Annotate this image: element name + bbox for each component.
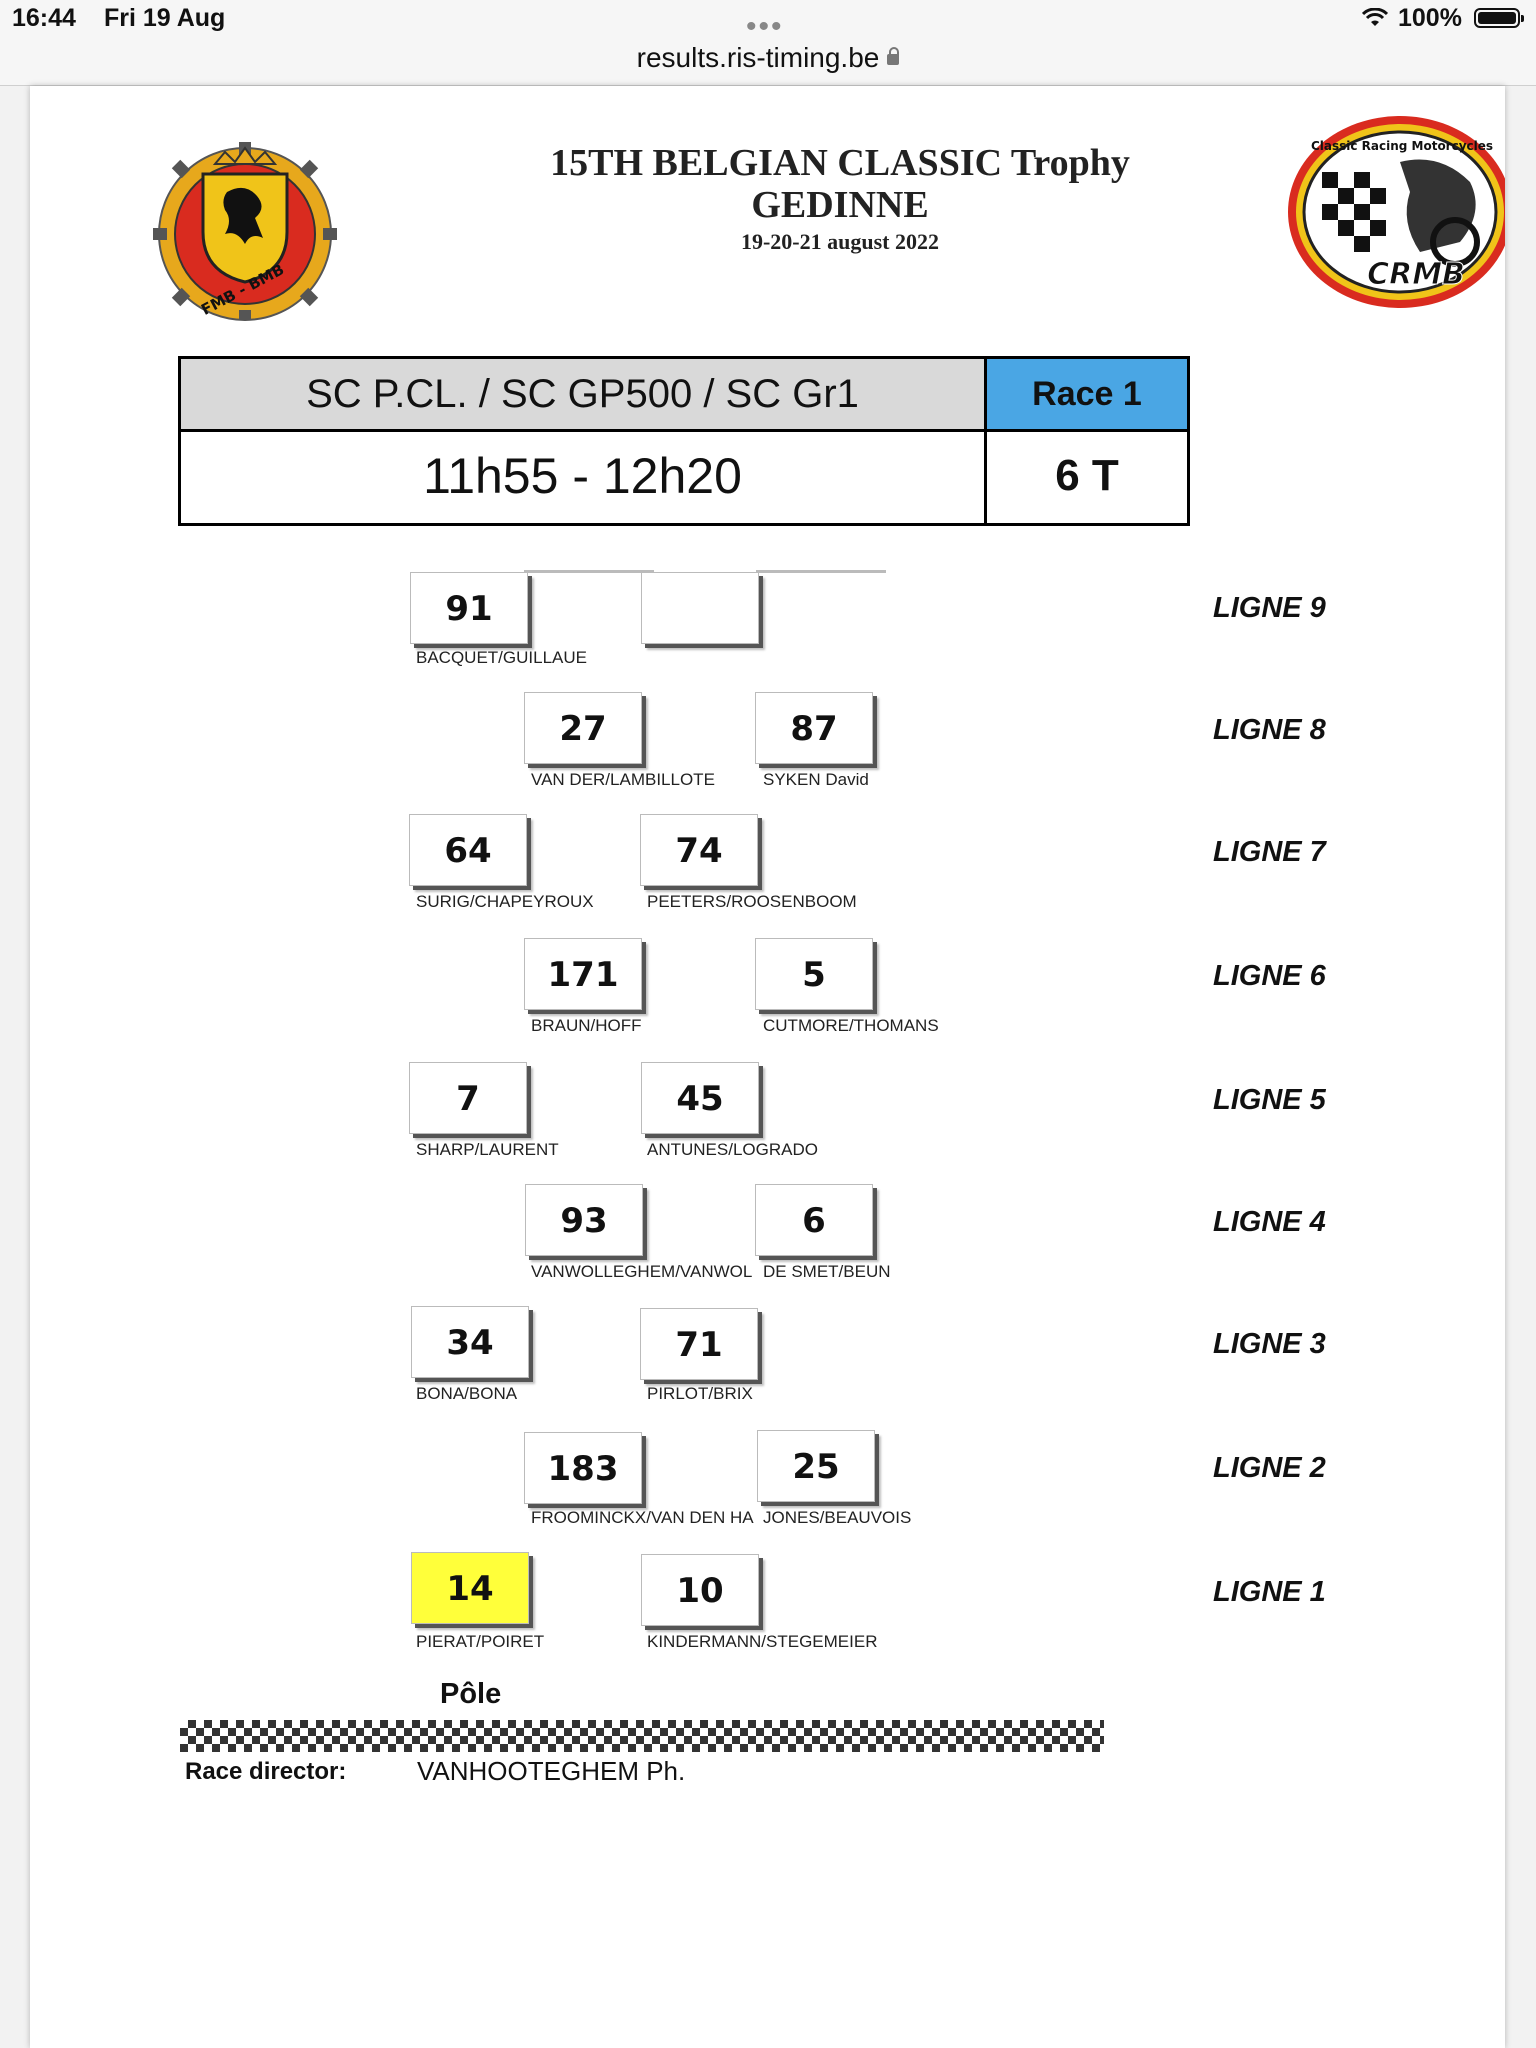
event-location: GEDINNE xyxy=(751,184,929,226)
grid-box-row3-left: 34 xyxy=(411,1306,529,1378)
crmb-logo-text: CRMB xyxy=(1367,257,1465,292)
rider-name: PIRLOT/BRIX xyxy=(647,1384,753,1403)
grid-box-row4-left: 93 xyxy=(525,1184,643,1256)
browser-status-bar: 16:44 Fri 19 Aug ••• results.ris-timing.… xyxy=(0,0,1536,86)
grid-box-row9-right xyxy=(641,572,759,644)
grid-box-row7-left: 64 xyxy=(409,814,527,886)
grid-line-label: LIGNE 2 xyxy=(1213,1452,1326,1484)
grid-line-label: LIGNE 7 xyxy=(1213,836,1326,868)
grid-box-row6-left: 171 xyxy=(524,938,642,1010)
grid-box-row3-right: 71 xyxy=(640,1308,758,1380)
grid-top-line xyxy=(524,570,654,573)
grid-line-label: LIGNE 3 xyxy=(1213,1328,1326,1360)
grid-box-row5-left: 7 xyxy=(409,1062,527,1134)
pole-label: Pôle xyxy=(440,1678,502,1710)
address-bar[interactable]: results.ris-timing.be xyxy=(0,42,1536,74)
grid-box-row8-left: 27 xyxy=(524,692,642,764)
race-info-table: SC P.CL. / SC GP500 / SC Gr1 Race 1 11h5… xyxy=(178,356,1190,526)
checkered-start-line xyxy=(180,1720,1104,1752)
race-name: Race 1 xyxy=(987,359,1187,432)
grid-box-row5-right: 45 xyxy=(641,1062,759,1134)
rider-name: DE SMET/BEUN xyxy=(763,1262,891,1281)
event-title-block: 15TH BELGIAN CLASSIC Trophy GEDINNE 19-2… xyxy=(410,142,1270,256)
event-dates: 19-20-21 august 2022 xyxy=(740,229,939,254)
grid-top-line xyxy=(756,570,886,573)
rider-name: SURIG/CHAPEYROUX xyxy=(416,892,594,911)
race-laps: 6 T xyxy=(1055,451,1119,500)
grid-line-label: LIGNE 6 xyxy=(1213,960,1326,992)
battery-icon xyxy=(1474,8,1524,28)
race-director-name: VANHOOTEGHEM Ph. xyxy=(417,1756,686,1786)
rider-name: VAN DER/LAMBILLOTE xyxy=(531,770,715,789)
lock-icon xyxy=(887,47,900,65)
rider-name: CUTMORE/THOMANS xyxy=(763,1016,939,1035)
rider-name: VANWOLLEGHEM/VANWOL xyxy=(531,1262,753,1281)
crmb-ring-text: Classic Racing Motorcycles xyxy=(1311,139,1493,153)
grid-line-label: LIGNE 1 xyxy=(1213,1576,1326,1608)
grid-box-row6-right: 5 xyxy=(755,938,873,1010)
crmb-logo: Classic Racing Motorcycles CRMB xyxy=(1288,116,1505,308)
rider-name: BRAUN/HOFF xyxy=(531,1016,642,1035)
clock-date: Fri 19 Aug xyxy=(104,4,226,32)
multitasking-dots-icon[interactable]: ••• xyxy=(746,10,784,43)
grid-box-row9-left: 91 xyxy=(410,572,528,644)
fmb-bmb-logo: FMB - BMB xyxy=(153,142,337,321)
grid-box-row4-right: 6 xyxy=(755,1184,873,1256)
rider-name: JONES/BEAUVOIS xyxy=(763,1508,912,1527)
grid-line-label: LIGNE 4 xyxy=(1213,1206,1326,1238)
rider-name: BONA/BONA xyxy=(416,1384,518,1403)
grid-box-row8-right: 87 xyxy=(755,692,873,764)
rider-name: PIERAT/POIRET xyxy=(416,1632,545,1651)
rider-name: FROOMINCKX/VAN DEN HA xyxy=(531,1508,754,1527)
results-document: FMB - BMB 15TH BELGIAN CLASSIC Trophy GE… xyxy=(30,86,1505,2048)
race-time: 11h55 - 12h20 xyxy=(181,432,987,523)
grid-box-pole: 14 xyxy=(411,1552,529,1624)
rider-name: SHARP/LAURENT xyxy=(416,1140,559,1159)
race-classes: SC P.CL. / SC GP500 / SC Gr1 xyxy=(181,359,987,432)
rider-name: BACQUET/GUILLAUE xyxy=(416,648,587,667)
wifi-icon xyxy=(1362,8,1388,26)
rider-name: SYKEN David xyxy=(763,770,869,789)
rider-name: PEETERS/ROOSENBOOM xyxy=(647,892,857,911)
url-text: results.ris-timing.be xyxy=(636,42,880,73)
grid-box-row1-right: 10 xyxy=(641,1554,759,1626)
rider-name: ANTUNES/LOGRADO xyxy=(647,1140,818,1159)
race-director-label: Race director: xyxy=(185,1758,347,1785)
grid-box-row2-right: 25 xyxy=(757,1430,875,1502)
rider-name: KINDERMANN/STEGEMEIER xyxy=(647,1632,878,1651)
battery-percent: 100% xyxy=(1398,4,1462,32)
grid-line-label: LIGNE 5 xyxy=(1213,1084,1326,1116)
grid-box-row2-left: 183 xyxy=(524,1432,642,1504)
grid-line-label: LIGNE 9 xyxy=(1213,592,1326,624)
clock-time: 16:44 xyxy=(12,4,76,32)
event-title: 15TH BELGIAN CLASSIC Trophy xyxy=(550,142,1130,184)
grid-box-row7-right: 74 xyxy=(640,814,758,886)
grid-line-label: LIGNE 8 xyxy=(1213,714,1326,746)
